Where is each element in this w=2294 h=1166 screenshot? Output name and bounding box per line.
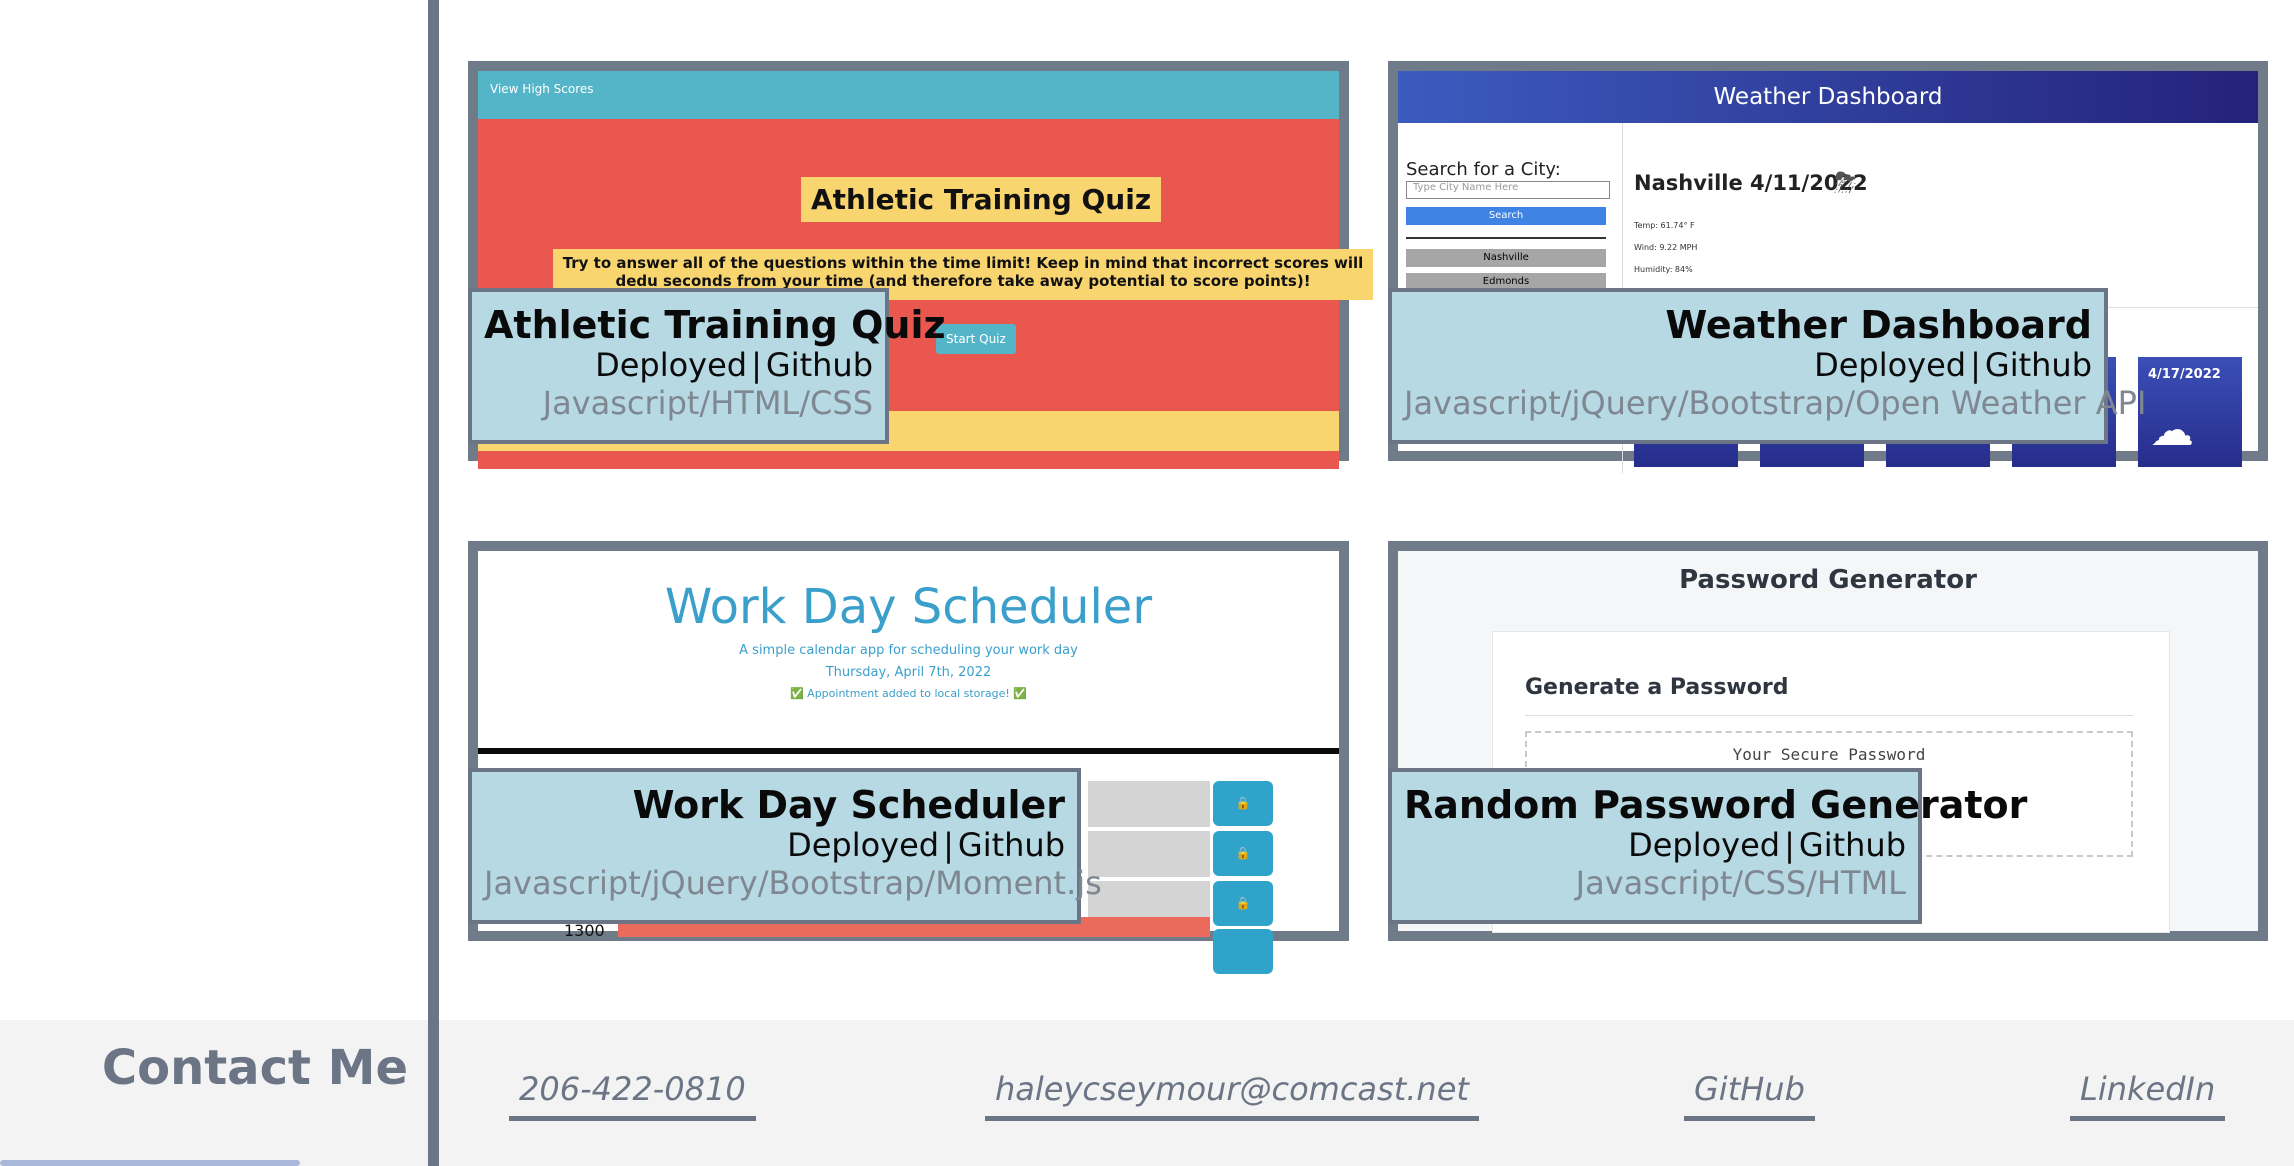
lock-icon: 🔒 <box>1213 881 1273 926</box>
project-title: Random Password Generator <box>1404 783 2028 827</box>
project-tech: Javascript/CSS/HTML <box>1575 864 1906 902</box>
weather-header-bar <box>1398 71 2258 123</box>
hour-label: 1300 <box>564 921 605 940</box>
link-separator: | <box>1784 826 1795 864</box>
scheduler-heading: Work Day Scheduler <box>664 579 1153 635</box>
forecast-date: 4/17/2022 <box>2148 367 2221 382</box>
left-divider <box>428 0 439 1166</box>
project-links: Deployed|Github <box>1404 826 1906 864</box>
weather-city-date: Nashville 4/11/2022 <box>1634 171 1868 195</box>
project-label: Random Password Generator Deployed|Githu… <box>1388 768 2028 924</box>
contact-github-link[interactable]: GitHub <box>1684 1070 1815 1121</box>
deployed-link[interactable]: Deployed <box>787 826 940 864</box>
password-card-title: Generate a Password <box>1525 675 1789 700</box>
deployed-link[interactable]: Deployed <box>1628 826 1781 864</box>
project-label: Work Day Scheduler Deployed|Github Javas… <box>468 768 1102 924</box>
contact-phone-link[interactable]: 206-422-0810 <box>509 1070 756 1121</box>
project-title: Weather Dashboard <box>1665 303 2092 347</box>
quiz-high-scores-link: View High Scores <box>490 82 594 96</box>
project-tech: Javascript/HTML/CSS <box>542 384 873 422</box>
weather-temp: Temp: 61.74° F <box>1634 221 1695 230</box>
project-label: Weather Dashboard Deployed|Github Javasc… <box>1388 288 2147 444</box>
project-links: Deployed|Github <box>484 346 873 384</box>
project-tech: Javascript/jQuery/Bootstrap/Open Weather… <box>1404 384 2147 422</box>
project-title: Work Day Scheduler <box>632 783 1065 827</box>
project-card-password[interactable]: Password Generator Generate a Password Y… <box>1388 541 2268 941</box>
project-title: Athletic Training Quiz <box>484 303 946 347</box>
lock-icon <box>1213 929 1273 974</box>
lock-icon: 🔒 <box>1213 781 1273 826</box>
cloud-icon: ☁ <box>2150 405 2194 456</box>
github-link[interactable]: Github <box>765 346 873 384</box>
contact-email-link[interactable]: haleycseymour@comcast.net <box>985 1070 1479 1121</box>
link-separator: | <box>751 346 762 384</box>
weather-wind: Wind: 9.22 MPH <box>1634 243 1698 252</box>
weather-humidity: Humidity: 84% <box>1634 265 1693 274</box>
scheduler-date: Thursday, April 7th, 2022 <box>825 665 992 680</box>
project-label: Athletic Training Quiz Deployed|Github J… <box>468 288 946 444</box>
forecast-card: 4/17/2022 ☁ <box>2138 357 2242 467</box>
github-link[interactable]: Github <box>1984 346 2092 384</box>
weather-history-item: Edmonds <box>1406 273 1606 291</box>
contact-linkedin-link[interactable]: LinkedIn <box>2070 1070 2226 1121</box>
github-link[interactable]: Github <box>1798 826 1906 864</box>
link-separator: | <box>943 826 954 864</box>
quiz-start-button: Start Quiz <box>936 324 1016 354</box>
project-links: Deployed|Github <box>484 826 1065 864</box>
password-divider <box>1525 715 2133 716</box>
scheduler-divider <box>478 748 1339 754</box>
link-separator: | <box>1970 346 1981 384</box>
time-slot <box>1088 781 1210 827</box>
contact-title: Contact Me <box>101 1040 408 1096</box>
project-card-scheduler[interactable]: Work Day Scheduler A simple calendar app… <box>468 541 1349 974</box>
password-header: Password Generator <box>1679 565 1977 595</box>
contact-section: Contact Me 206-422-0810 haleycseymour@co… <box>0 1020 2294 1166</box>
time-slot <box>1088 831 1210 877</box>
deployed-link[interactable]: Deployed <box>595 346 748 384</box>
project-card-weather[interactable]: Weather Dashboard Search for a City: Typ… <box>1388 61 2268 473</box>
lock-icon: 🔒 <box>1213 831 1273 876</box>
weather-header: Weather Dashboard <box>1713 84 1943 110</box>
project-card-quiz[interactable]: View High Scores Athletic Training Quiz … <box>468 61 1373 469</box>
weather-search-input: Type City Name Here <box>1406 181 1610 199</box>
quiz-navbar <box>478 71 1339 119</box>
password-placeholder: Your Secure Password <box>1732 745 1926 764</box>
storm-icon: ⛈ <box>1834 166 1857 199</box>
github-link[interactable]: Github <box>957 826 1065 864</box>
weather-search-button: Search <box>1406 207 1606 225</box>
scheduler-notice: ✅ Appointment added to local storage! ✅ <box>789 687 1028 700</box>
project-tech: Javascript/jQuery/Bootstrap/Moment.js <box>484 864 1102 902</box>
scheduler-subtitle: A simple calendar app for scheduling you… <box>739 643 1078 658</box>
weather-history-item: Nashville <box>1406 249 1606 267</box>
left-divider <box>428 1020 439 1166</box>
weather-search-label: Search for a City: <box>1406 159 1561 180</box>
weather-divider <box>1406 237 1606 239</box>
project-links: Deployed|Github <box>1404 346 2092 384</box>
bottom-tab <box>0 1160 300 1166</box>
deployed-link[interactable]: Deployed <box>1814 346 1967 384</box>
quiz-heading: Athletic Training Quiz <box>801 177 1162 222</box>
